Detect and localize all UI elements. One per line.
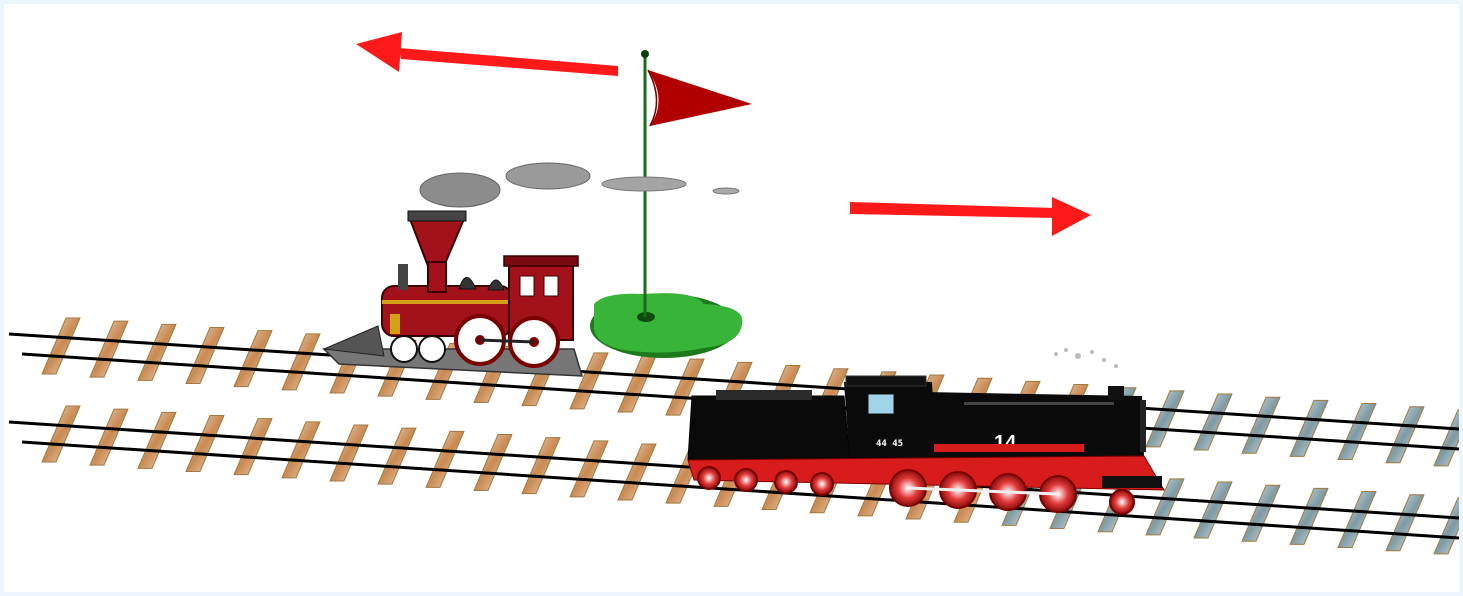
railway-tie <box>1242 485 1280 541</box>
railway-tie <box>1290 400 1328 456</box>
railway-tie <box>1146 391 1184 447</box>
railway-tie <box>330 425 368 481</box>
railway-tie <box>618 444 656 500</box>
smoke-cloud <box>420 163 739 207</box>
steam-locomotive-icon <box>324 211 582 376</box>
railway-tie <box>282 334 320 390</box>
railway-tie <box>1338 404 1376 460</box>
railway-tie <box>1194 482 1232 538</box>
flag-icon <box>590 50 752 358</box>
right-arrow-icon <box>850 197 1091 236</box>
railway-tie <box>618 356 656 412</box>
railway-tie <box>1338 492 1376 548</box>
left-arrow-icon <box>356 32 618 76</box>
train-motion-illustration: 44 45 14 <box>4 4 1459 592</box>
railway-tie <box>282 422 320 478</box>
railway-tie <box>474 435 512 491</box>
railway-tie <box>378 428 416 484</box>
railway-tie <box>426 431 464 487</box>
railway-tie <box>1242 397 1280 453</box>
railway-tie <box>90 321 128 377</box>
railway-tie <box>234 419 272 475</box>
railway-tie <box>42 406 80 462</box>
railway-tie <box>234 331 272 387</box>
railway-tie <box>1386 495 1424 551</box>
railway-tie <box>186 416 224 472</box>
railway-tie <box>570 441 608 497</box>
railway-tie <box>1434 410 1459 466</box>
railway-tie <box>138 324 176 380</box>
modern-locomotive-icon: 44 45 14 <box>688 348 1164 514</box>
railway-tie <box>138 412 176 468</box>
railway-tie <box>90 409 128 465</box>
railway-tie <box>1434 498 1459 554</box>
railway-tie <box>1386 407 1424 463</box>
railway-tie <box>1290 488 1328 544</box>
engine-number: 44 45 <box>876 439 903 449</box>
railway-tie <box>1194 394 1232 450</box>
railway-tie <box>186 328 224 384</box>
railway-tie <box>42 318 80 374</box>
railway-tie <box>522 438 560 494</box>
